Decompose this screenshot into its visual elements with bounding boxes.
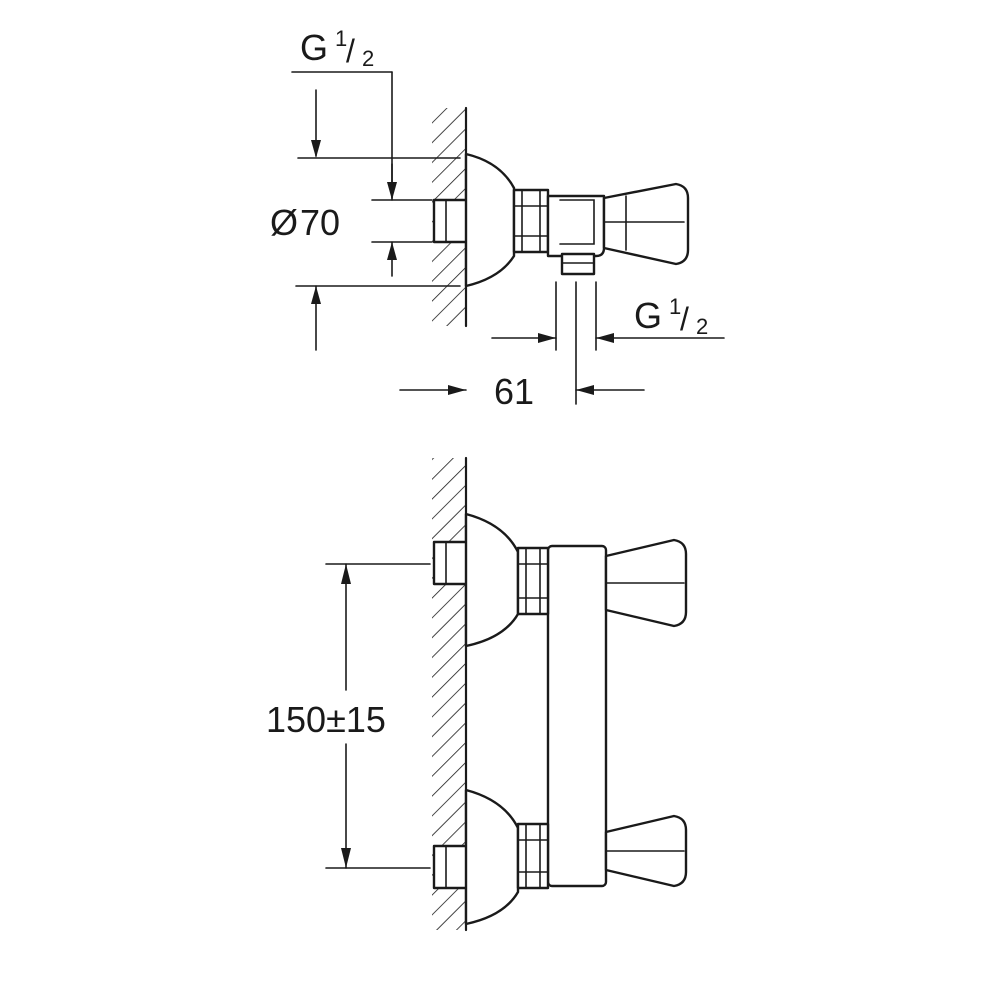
hex-nut bbox=[512, 188, 550, 254]
front-view: 150±15 bbox=[266, 456, 688, 932]
inlet-connector bbox=[432, 198, 466, 244]
outlet-thread-slash: / bbox=[680, 301, 689, 337]
cover-rosette bbox=[464, 152, 516, 288]
lower-hex-nut bbox=[516, 822, 550, 890]
lower-inlet-connector bbox=[432, 844, 466, 890]
inlet-thread-slash: / bbox=[346, 33, 355, 69]
outlet-thread-sup: 1 bbox=[669, 294, 681, 319]
side-view: G 1 / 2 Ø 70 G 1 / 2 61 bbox=[270, 26, 725, 412]
mixer-body bbox=[546, 544, 608, 888]
valve-body bbox=[546, 194, 606, 258]
inlet-thread-main: G bbox=[300, 27, 328, 68]
diameter-value: 70 bbox=[300, 202, 340, 243]
inlet-thread-sub: 2 bbox=[362, 46, 374, 71]
projection-value: 61 bbox=[494, 371, 534, 412]
valve-handle bbox=[602, 182, 690, 266]
upper-hex-nut bbox=[516, 546, 550, 616]
outlet-nipple bbox=[560, 252, 596, 276]
lower-cover-rosette bbox=[464, 788, 520, 926]
upper-cover-rosette bbox=[464, 512, 520, 648]
center-distance-value: 150±15 bbox=[266, 699, 386, 740]
outlet-thread-sub: 2 bbox=[696, 314, 708, 339]
outlet-thread-main: G bbox=[634, 295, 662, 336]
upper-inlet-connector bbox=[432, 540, 466, 586]
inlet-thread-sup: 1 bbox=[335, 26, 347, 51]
diameter-symbol: Ø bbox=[270, 202, 298, 243]
